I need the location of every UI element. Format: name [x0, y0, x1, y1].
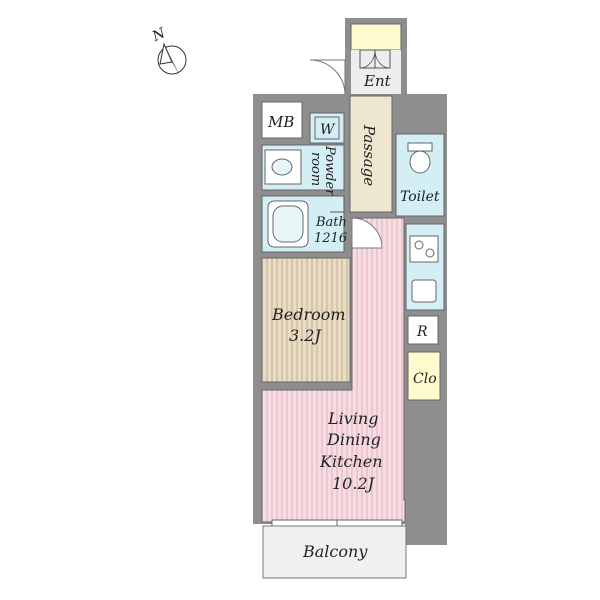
washer-space [309, 112, 345, 144]
meter-box-label: MB [267, 113, 294, 131]
entrance-block: Ent [309, 18, 407, 96]
refrigerator-label: R [416, 324, 428, 340]
ldk-label-2: Dining [326, 430, 381, 449]
closet [407, 351, 441, 401]
bath-label-2: 1216 [314, 231, 347, 246]
front-door-icon [309, 59, 346, 96]
bath-label-1: Bath [315, 215, 347, 230]
compass-north-label: N [149, 25, 168, 45]
ldk-label-3: Kitchen [319, 452, 383, 471]
compass: N [149, 25, 187, 76]
entrance-label: Ent [363, 72, 392, 90]
passage [349, 95, 393, 213]
ldk-label-1: Living [327, 409, 378, 428]
living-dining-kitchen [261, 217, 406, 523]
bedroom-label-1: Bedroom [271, 305, 346, 324]
meter-box [261, 101, 303, 139]
toilet-label: Toilet [400, 189, 440, 205]
powder-room-label-2: room [308, 152, 323, 186]
closet-label: Clo [413, 371, 437, 387]
bedroom [261, 257, 351, 383]
powder-room-label-1: Powder [322, 145, 337, 196]
bath-door-icon [330, 196, 345, 213]
bedroom-label-2: 3.2J [289, 326, 322, 345]
column-bottom-right [405, 500, 447, 545]
ldk-door-icon [351, 217, 383, 249]
toilet-bowl-icon [409, 150, 431, 174]
stove-icon [409, 235, 439, 263]
refrigerator-space [407, 315, 439, 345]
ldk-label-4: 10.2J [332, 474, 376, 493]
balcony-label: Balcony [302, 542, 368, 561]
sink-icon [411, 279, 437, 303]
toilet-tank-icon [407, 142, 433, 152]
shoe-storage [350, 23, 402, 51]
passage-label: Passage [360, 124, 378, 186]
washer-label: W [320, 122, 336, 138]
balcony [262, 525, 407, 579]
